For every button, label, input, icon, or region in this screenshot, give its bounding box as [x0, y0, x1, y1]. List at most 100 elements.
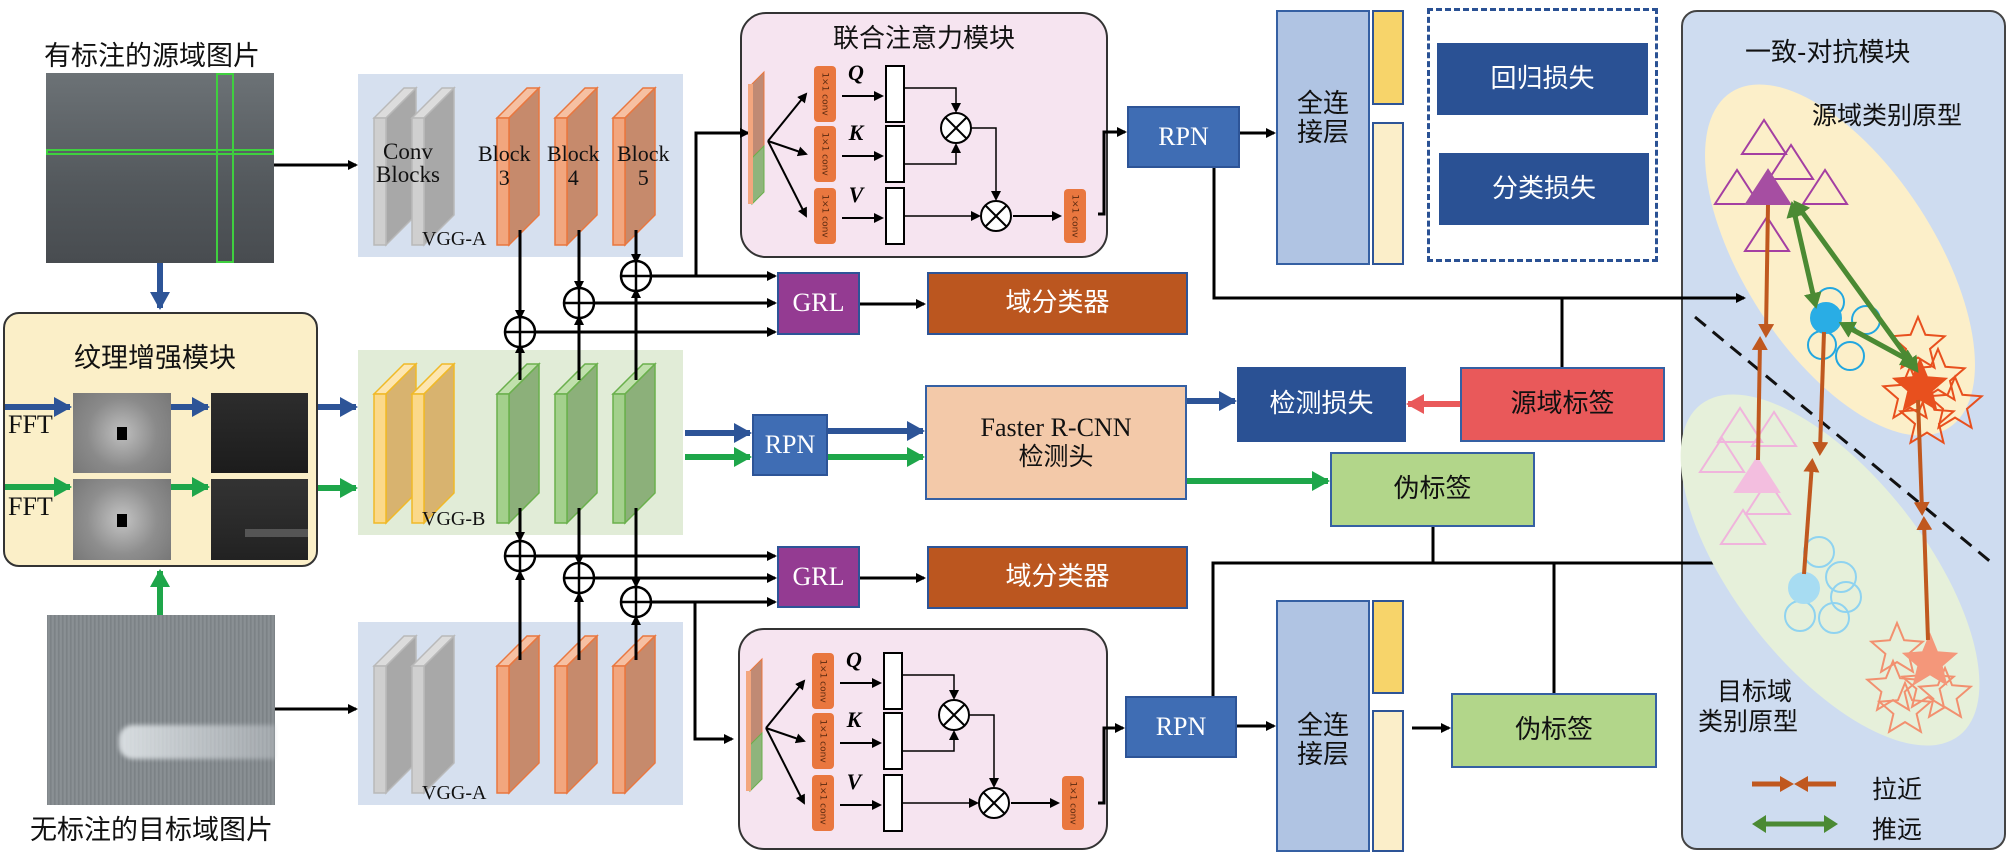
target-sample-triangle — [1750, 410, 1798, 447]
regression-loss[interactable]: 回归损失 — [1437, 43, 1648, 115]
branch-v-label: V — [847, 769, 864, 794]
conv-block — [410, 634, 456, 795]
push-arrows-icon — [1752, 815, 1838, 833]
vgg-b-feature-block — [495, 362, 541, 525]
feature-map — [885, 187, 905, 245]
attention-input-feature — [749, 657, 763, 747]
plus-node — [503, 315, 537, 349]
source-prototype-triangle — [1744, 168, 1792, 205]
target-defect-streak — [119, 725, 275, 759]
source-sample-triangle — [1767, 143, 1815, 180]
fusion-nodes — [503, 259, 653, 619]
fc-output-bar-yellow-top — [1372, 10, 1404, 105]
target-sample-triangle — [1744, 478, 1792, 515]
fc-layer-bottom[interactable]: 全连 接层 — [1276, 600, 1370, 852]
pull-arrow — [1751, 336, 1768, 461]
plus-node — [562, 286, 596, 320]
rpn-bottom[interactable]: RPN — [1125, 696, 1237, 758]
target-image — [47, 615, 275, 805]
fc-output-bar-yellow-bottom — [1372, 600, 1404, 694]
conv-1x1-label: 1×1 conv — [1070, 194, 1080, 238]
feature-map — [883, 712, 903, 770]
attention-module-title: 联合注意力模块 — [833, 24, 1016, 54]
bbox-horizontal — [46, 149, 274, 155]
conv-1x1-label: 1×1 conv — [1068, 781, 1078, 825]
pull-arrows-icon — [1752, 776, 1836, 792]
source-prototype-label: 源域类别原型 — [1812, 101, 1963, 130]
branch-q-label: Q — [846, 647, 862, 672]
conv-1x1-block — [812, 653, 834, 709]
grl-bottom[interactable]: GRL — [777, 546, 860, 608]
source-sample-triangle — [1713, 168, 1761, 205]
conv-1x1-block — [814, 188, 836, 244]
feature-map — [885, 125, 905, 183]
pseudo-labels-bottom[interactable]: 伪标签 — [1451, 693, 1657, 768]
feature-block-4 — [553, 86, 599, 247]
target-sample-circle — [1830, 581, 1862, 613]
source-labels[interactable]: 源域标签 — [1460, 367, 1665, 442]
conv-1x1-block — [812, 775, 834, 831]
attention-input-feature — [751, 70, 765, 160]
target-sample-triangle — [1716, 406, 1764, 443]
domain-classifier-bottom[interactable]: 域分类器 — [927, 546, 1188, 609]
legend-pull — [1750, 772, 1840, 800]
target-sample-circle — [1818, 602, 1850, 634]
conv-1x1-label: 1×1 conv — [818, 659, 828, 703]
faster-rcnn-head[interactable]: Faster R-CNN 检测头 — [925, 385, 1187, 500]
pull-arrow — [1758, 204, 1775, 338]
texture-module-title: 纹理增强模块 — [74, 343, 236, 374]
conv-block — [372, 86, 418, 247]
multiply-node-v — [980, 200, 1012, 232]
rpn-middle[interactable]: RPN — [752, 414, 828, 476]
legend-push-label: 推远 — [1872, 815, 1923, 844]
pseudo-labels-middle[interactable]: 伪标签 — [1330, 452, 1535, 527]
target-prototype-label-line1: 目标域 — [1717, 677, 1793, 706]
source-image-label: 有标注的源域图片 — [44, 41, 260, 72]
vgg-a-bottom-name: VGG-A — [422, 782, 487, 804]
feature-block-4 — [553, 634, 599, 795]
target-image-label: 无标注的目标域图片 — [30, 815, 273, 846]
enhanced-target-streak — [245, 529, 308, 537]
pull-arrow — [1913, 399, 1930, 516]
vgg-b-conv-block — [372, 362, 418, 525]
rpn-top[interactable]: RPN — [1127, 106, 1240, 168]
bbox-vertical — [216, 73, 234, 263]
multiply-node-qk — [940, 112, 972, 144]
source-sample-triangle — [1740, 118, 1788, 155]
enhanced-target-image — [211, 479, 308, 560]
feature-block-3 — [495, 86, 541, 247]
legend-push — [1750, 812, 1840, 840]
source-prototype-star — [1891, 357, 1949, 411]
grl-top[interactable]: GRL — [777, 272, 860, 335]
feature-map — [883, 774, 903, 832]
legend-pull-label: 拉近 — [1872, 775, 1923, 804]
target-sample-star — [1916, 665, 1974, 719]
target-sample-circle — [1825, 561, 1857, 593]
plus-node — [619, 259, 653, 293]
source-sample-star — [1897, 389, 1957, 445]
feature-block-3 — [495, 634, 541, 795]
fc-layer-top[interactable]: 全连 接层 — [1276, 10, 1370, 265]
conv-1x1-output — [1062, 776, 1084, 830]
fc-output-bar-cream-top — [1372, 122, 1404, 265]
conv-1x1-output — [1064, 189, 1086, 243]
consistency-graphics — [1680, 84, 1993, 746]
fc-output-bar-cream-bottom — [1372, 710, 1404, 852]
classification-loss[interactable]: 分类损失 — [1439, 153, 1649, 225]
conv-blocks-label: Conv Blocks — [376, 139, 440, 187]
vgg-b-name: VGG-B — [422, 508, 486, 530]
feature-block-5 — [611, 86, 657, 247]
fft-label-target: FFT — [8, 492, 53, 521]
target-prototype-circle — [1788, 572, 1820, 604]
target-sample-triangle — [1719, 508, 1767, 545]
branch-k-label: K — [848, 120, 865, 145]
target-prototype-star — [1901, 632, 1959, 686]
plus-node — [503, 539, 537, 573]
detection-loss[interactable]: 检测损失 — [1237, 367, 1406, 442]
domain-classifier-top[interactable]: 域分类器 — [927, 272, 1188, 335]
